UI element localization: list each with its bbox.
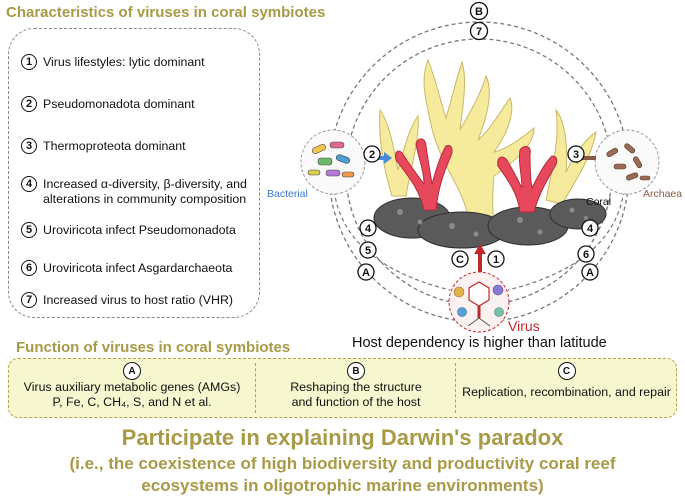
- function-a-line2: P, Fe, C, CH₄, S, and N et al.: [52, 395, 212, 409]
- characteristic-text: Increased α-diversity, β-diversity, and …: [43, 177, 247, 206]
- characteristic-text: Uroviricota infect Asgardarchaeota: [43, 261, 233, 275]
- characteristic-item-4: 4 Increased α-diversity, β-diversity, an…: [21, 176, 253, 207]
- characteristic-text: Thermoproteota dominant: [43, 139, 186, 153]
- function-b-line1: Reshaping the structure: [290, 380, 422, 394]
- marker-left-2: 2: [369, 149, 375, 161]
- characteristic-item-3: 3 Thermoproteota dominant: [21, 138, 186, 154]
- marker-center-c: C: [456, 254, 464, 266]
- characteristic-item-1: 1 Virus lifestyles: lytic dominant: [21, 54, 205, 70]
- marker-top-7: 7: [476, 26, 482, 38]
- function-c-line1: Replication, recombination, and repair: [462, 385, 671, 399]
- characteristic-text: Increased virus to host ratio (VHR): [43, 293, 234, 307]
- column-divider: [255, 363, 256, 413]
- characteristic-text: Virus lifestyles: lytic dominant: [43, 55, 205, 69]
- function-column-a: A Virus auxiliary metabolic genes (AMGs)…: [9, 359, 255, 417]
- virus-label: Virus: [508, 318, 540, 334]
- coral-label: Coral: [586, 196, 612, 208]
- conclusion-title: Participate in explaining Darwin's parad…: [121, 425, 564, 450]
- archaea-cells: [606, 143, 651, 181]
- conclusion-subtitle-line1: (i.e., the coexistence of high biodivers…: [69, 454, 616, 473]
- coral-virus-diagram: B 7 2 4 5 A 3 4 6 A C 1: [300, 1, 660, 333]
- virus-particle-icon: [453, 286, 465, 298]
- function-column-b: B Reshaping the structure and function o…: [257, 359, 455, 417]
- function-b-line2: and function of the host: [291, 395, 421, 409]
- archaea-label: Archaea: [643, 188, 683, 200]
- letter-badge: B: [347, 362, 365, 380]
- conclusion-subtitle-line2: ecosystems in oligotrophic marine enviro…: [141, 476, 544, 495]
- characteristics-panel: 1 Virus lifestyles: lytic dominant 2 Pse…: [8, 28, 260, 318]
- functions-panel: A Virus auxiliary metabolic genes (AMGs)…: [8, 358, 677, 418]
- number-badge: 7: [21, 292, 37, 308]
- marker-left-a: A: [362, 267, 370, 279]
- marker-center-1: 1: [493, 254, 499, 266]
- bacterial-community: [300, 129, 366, 195]
- virus-particle-icon: [457, 307, 467, 317]
- characteristics-title: Characteristics of viruses in coral symb…: [6, 4, 326, 21]
- bacteria-cells: [307, 141, 355, 178]
- phage-icon: [467, 281, 491, 327]
- letter-badge: A: [123, 362, 141, 380]
- number-badge: 1: [21, 54, 37, 70]
- marker-left-4: 4: [365, 223, 372, 235]
- number-badge: 4: [21, 176, 37, 192]
- marker-right-6: 6: [583, 249, 589, 261]
- host-dependency-text: Host dependency is higher than latitude: [352, 335, 607, 351]
- archaea-community: [594, 129, 660, 195]
- virus-particle-icon: [494, 307, 504, 317]
- characteristic-text: Pseudomonadota dominant: [43, 97, 195, 111]
- characteristic-text: Uroviricota infect Pseudomonadota: [43, 223, 236, 237]
- function-column-c: C Replication, recombination, and repair: [457, 359, 676, 417]
- characteristic-item-7: 7 Increased virus to host ratio (VHR): [21, 292, 234, 308]
- marker-top-b: B: [475, 6, 483, 18]
- characteristic-item-5: 5 Uroviricota infect Pseudomonadota: [21, 222, 236, 238]
- functions-title: Function of viruses in coral symbiotes: [16, 339, 291, 356]
- marker-right-a: A: [586, 267, 594, 279]
- number-badge: 3: [21, 138, 37, 154]
- characteristic-item-2: 2 Pseudomonadota dominant: [21, 96, 195, 112]
- bacterial-label: Bacterial: [267, 188, 308, 200]
- number-badge: 5: [21, 222, 37, 238]
- marker-left-5: 5: [365, 245, 371, 257]
- number-badge: 2: [21, 96, 37, 112]
- number-badge: 6: [21, 260, 37, 276]
- function-a-line1: Virus auxiliary metabolic genes (AMGs): [23, 380, 241, 394]
- column-divider: [455, 363, 456, 413]
- virus-particle-icon: [492, 284, 504, 296]
- red-coral: [395, 138, 558, 213]
- rock-spots: [397, 207, 588, 237]
- marker-right-4: 4: [587, 223, 594, 235]
- characteristic-item-6: 6 Uroviricota infect Asgardarchaeota: [21, 260, 233, 276]
- marker-right-3: 3: [573, 149, 579, 161]
- letter-badge: C: [557, 362, 576, 380]
- rocks: [373, 197, 607, 249]
